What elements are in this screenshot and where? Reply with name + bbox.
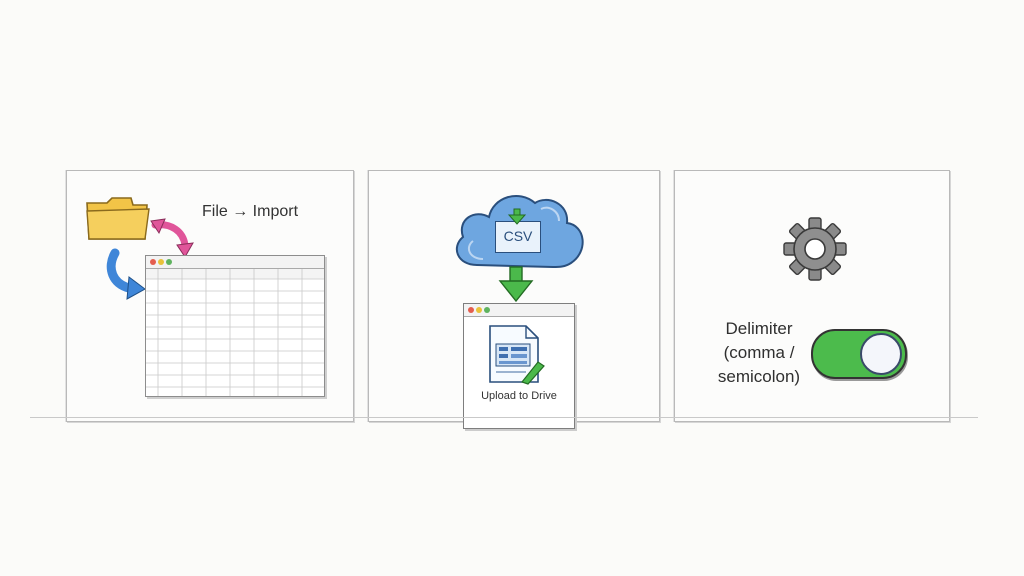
import-panel: File → Import xyxy=(66,170,354,422)
delimiter-toggle[interactable] xyxy=(811,329,907,379)
gear-icon xyxy=(783,217,847,281)
close-dot-icon xyxy=(150,259,156,265)
document-icon xyxy=(489,325,545,385)
csv-label: CSV xyxy=(503,228,533,244)
drive-panel: CSV Upload to Drive xyxy=(368,170,660,429)
maximize-dot-icon xyxy=(484,307,490,313)
minimize-dot-icon xyxy=(476,307,482,313)
spreadsheet-titlebar xyxy=(146,256,324,269)
settings-panel: Delimiter (comma / semicolon) xyxy=(674,170,950,422)
drive-window: Upload to Drive xyxy=(463,303,575,429)
small-down-arrow-icon xyxy=(507,208,527,225)
baseline-divider xyxy=(30,417,978,418)
csv-file-card: CSV xyxy=(495,221,541,253)
spreadsheet-grid xyxy=(146,269,324,396)
folder-icon xyxy=(86,197,150,240)
close-dot-icon xyxy=(468,307,474,313)
swap-arrows-icon xyxy=(150,218,194,258)
toggle-knob[interactable] xyxy=(860,333,902,375)
down-arrow-icon xyxy=(498,266,534,303)
delimiter-label: Delimiter (comma / semicolon) xyxy=(717,319,801,386)
spreadsheet-window xyxy=(145,255,325,397)
minimize-dot-icon xyxy=(158,259,164,265)
import-label: File → Import xyxy=(202,203,299,220)
curved-arrow-icon xyxy=(106,248,146,300)
maximize-dot-icon xyxy=(166,259,172,265)
drive-window-titlebar xyxy=(464,304,574,317)
upload-label: Upload to Drive xyxy=(481,390,557,402)
